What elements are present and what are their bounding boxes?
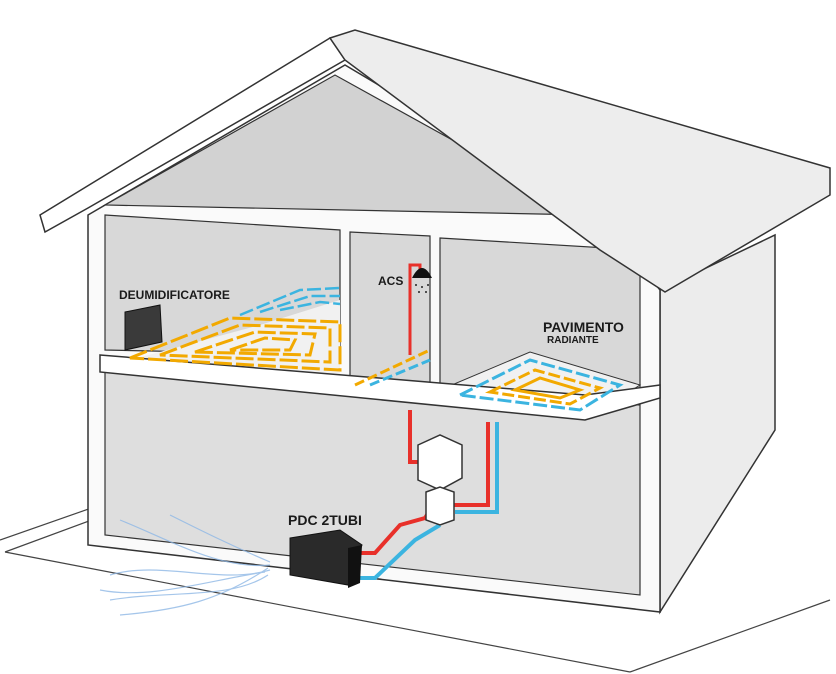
shower-icon xyxy=(408,263,432,355)
floor-heating-label: PAVIMENTO xyxy=(543,319,624,335)
side-wall xyxy=(659,233,776,615)
airflow-icon xyxy=(99,514,271,616)
floor-loop-left xyxy=(129,316,342,372)
dehumidifier-label: DEUMIDIFICATORE xyxy=(119,288,230,302)
cold-pipes xyxy=(360,422,499,580)
floor-loop-right xyxy=(454,358,624,412)
room-middle xyxy=(349,231,431,386)
roof-right xyxy=(328,29,831,293)
heat-pump-unit xyxy=(289,529,363,588)
floor-loop-left-cold xyxy=(239,286,341,317)
floor-loop-middle xyxy=(354,348,431,387)
hydronic-module xyxy=(425,486,455,526)
storage-tank xyxy=(417,434,463,491)
heat-pump-label: PDC 2TUBI xyxy=(288,512,362,528)
floor-heating-sublabel: RADIANTE xyxy=(547,335,599,346)
roof-left xyxy=(39,36,347,234)
dehumidifier-unit xyxy=(124,304,163,351)
dhw-label: ACS xyxy=(378,274,404,288)
